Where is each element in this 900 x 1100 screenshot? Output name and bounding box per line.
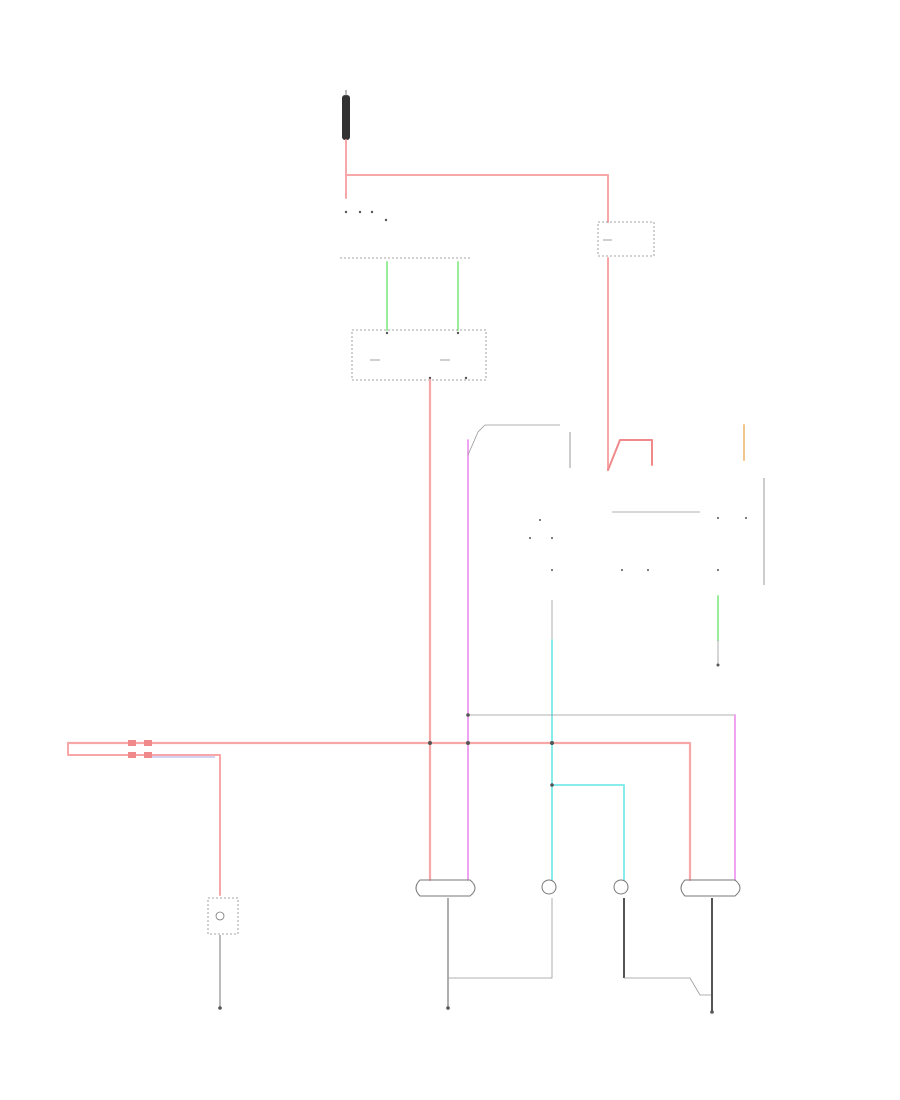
headlamp-relay-module <box>529 432 765 585</box>
time-delay-relay <box>597 221 655 257</box>
cyan-headlamp-wire <box>551 600 625 881</box>
left-headlamp <box>415 879 476 897</box>
indicator-lamp <box>207 897 239 935</box>
low-beam-wire <box>467 424 560 881</box>
right-low-headlamp <box>613 879 629 895</box>
fusible-link <box>342 90 350 140</box>
switch-output-wires <box>386 261 459 331</box>
ground-wires <box>218 663 720 1014</box>
headlamp-switch <box>340 210 470 259</box>
low-beam-jumper <box>468 714 736 881</box>
dimmer-switch <box>351 329 487 381</box>
main-harness-bus <box>66 713 692 896</box>
left-low-headlamp <box>541 879 557 895</box>
battery-feed-wire <box>345 139 653 471</box>
right-headlamp <box>680 879 741 897</box>
